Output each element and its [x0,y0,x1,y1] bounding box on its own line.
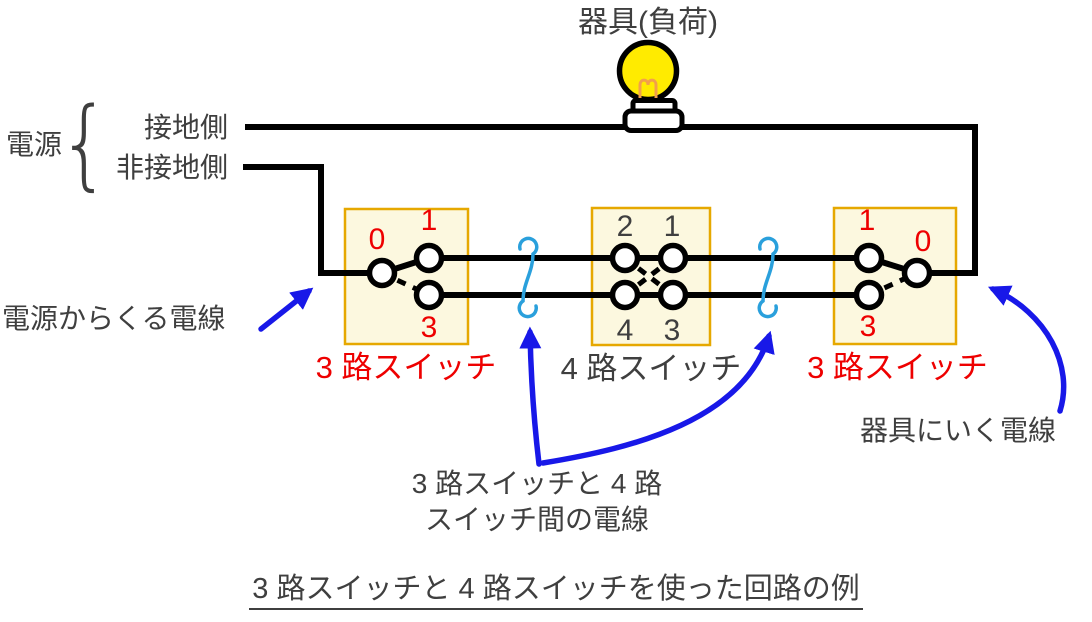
arrow-to-device [987,285,1067,414]
sw4-terminal-2-number: 2 [616,210,634,243]
sw4-terminal-1 [657,242,689,274]
sw2-terminal-3-number: 3 [859,310,877,343]
sw1-terminal-3 [413,279,445,311]
between-annotation-line2: スイッチ間の電線 [424,504,649,535]
between-annotation-line1: 3 路スイッチと 4 路 [411,468,663,499]
four-way-switch-box [590,206,712,347]
sw2-terminal-0-number: 0 [914,225,932,258]
sw4-terminal-3 [657,279,689,311]
sw1-terminal-1 [413,242,445,274]
sw1-terminal-0 [366,257,398,289]
arrow-to-cable-2 [540,330,775,466]
cable-mark-1 [517,236,539,319]
arrow-from-power [258,287,314,332]
bulb-filament [638,78,658,99]
sw1-terminal-3-number: 3 [420,311,438,344]
ground-side-label: 接地側 [143,112,228,143]
power-brace: { [58,87,112,201]
diagram-title: 3 路スイッチと 4 路スイッチを使った回路の例 [186,573,926,610]
sw2-terminal-1-number: 1 [858,204,876,237]
sw4-terminal-4-number: 4 [616,314,634,347]
sw4-terminal-4 [609,279,641,311]
non-ground-side-wire [243,164,385,276]
wire-between-switches-annotation: 3 路スイッチと 4 路 スイッチ間の電線 [363,466,711,538]
sw2-terminal-3 [853,279,885,311]
wire-to-device-annotation: 器具にいく電線 [860,415,1057,446]
light-bulb-icon [616,39,685,133]
switch-terminals [366,242,933,311]
wire-from-power-annotation: 電源からくる電線 [2,303,226,334]
sw4-terminal-3-number: 3 [663,314,681,347]
three-way-switch-1-box [343,207,470,346]
non-ground-side-label: 非接地側 [115,152,228,183]
sw2-terminal-0 [901,257,933,289]
three-way-switch-1-label: 3 路スイッチ [315,350,497,385]
sw4-terminal-1-number: 1 [663,210,681,243]
device-load-label: 器具(負荷) [578,6,718,39]
four-way-switch-label: 4 路スイッチ [560,351,742,386]
sw1-terminal-0-number: 0 [368,223,386,256]
sw1-terminal-1-number: 1 [420,204,438,237]
power-source-label: 電源 [6,129,63,160]
diagram-title-text: 3 路スイッチと 4 路スイッチを使った回路の例 [249,573,863,610]
sw2-terminal-1 [853,242,885,274]
ground-side-wire [245,124,978,276]
cable-mark-2 [757,236,779,319]
three-way-switch-2-label: 3 路スイッチ [807,350,988,385]
arrow-to-cable-1 [519,326,542,467]
sw4-terminal-2 [609,242,641,274]
